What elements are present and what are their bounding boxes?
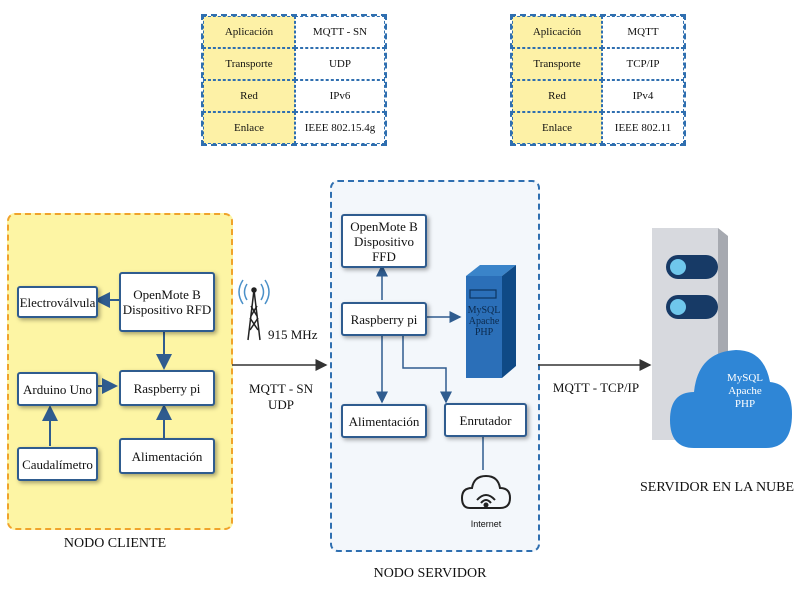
server-raspberry-box: Raspberry pi — [341, 302, 427, 336]
arrow-raspberry-enrutador — [402, 334, 452, 404]
server-openmote-box: OpenMote B Dispositivo FFD — [341, 214, 427, 268]
server-stack-mysql: MySQL — [467, 305, 501, 316]
arduino-box: Arduino Uno — [17, 372, 98, 406]
table-value: IPv4 — [602, 80, 684, 112]
frequency-label: 915 MHz — [268, 327, 318, 342]
table-value: MQTT - SN — [295, 16, 385, 48]
cloud-stack-php: PHP — [734, 398, 756, 410]
table-key: Transporte — [203, 48, 295, 80]
table-key: Aplicación — [203, 16, 295, 48]
cloud-stack-text: MySQL Apache PHP — [715, 372, 775, 411]
server-raspberry-label: Raspberry pi — [350, 311, 418, 327]
cloud-stack-apache: Apache — [728, 385, 762, 397]
enrutador-label: Enrutador — [459, 412, 512, 428]
table-value: IEEE 802.11 — [602, 112, 684, 144]
table-value: TCP/IP — [602, 48, 684, 80]
client-raspberry-box: Raspberry pi — [119, 370, 215, 406]
cloud-title: SERVIDOR EN LA NUBE — [640, 480, 795, 495]
electrovalvula-box: Electroválvula — [17, 286, 98, 318]
server-alimentacion-label: Alimentación — [348, 413, 420, 429]
server-stack-php: PHP — [474, 327, 494, 338]
client-node-title: NODO CLIENTE — [63, 536, 167, 551]
link2-protocol: MQTT - TCP/IP — [552, 380, 640, 395]
link1-protocol-line1: MQTT - SN — [248, 381, 314, 396]
server-tower-icon — [466, 265, 516, 378]
server-alimentacion-box: Alimentación — [341, 404, 427, 438]
electrovalvula-label: Electroválvula — [19, 294, 96, 310]
server-stack-text: MySQL Apache PHP — [466, 305, 502, 338]
table-key: Red — [512, 80, 602, 112]
client-openmote-box: OpenMote B Dispositivo RFD — [119, 272, 215, 332]
client-alimentacion-box: Alimentación — [119, 438, 215, 474]
table-key: Aplicación — [512, 16, 602, 48]
arduino-label: Arduino Uno — [23, 381, 92, 397]
cloud-stack-mysql: MySQL — [726, 372, 764, 384]
link1-protocol-line2: UDP — [267, 397, 294, 412]
server-openmote-title: OpenMote B — [350, 218, 418, 234]
link1-protocol: MQTT - SN UDP — [238, 381, 324, 413]
table-value: IEEE 802.15.4g — [295, 112, 385, 144]
server-openmote-subtitle: Dispositivo FFD — [354, 233, 414, 264]
client-openmote-title: OpenMote B — [133, 287, 201, 302]
caudalimetro-label: Caudalímetro — [22, 456, 93, 472]
table-value: UDP — [295, 48, 385, 80]
client-openmote-subtitle: Dispositivo RFD — [122, 302, 212, 317]
table-key: Red — [203, 80, 295, 112]
table-key: Transporte — [512, 48, 602, 80]
caudalimetro-box: Caudalímetro — [17, 447, 98, 481]
table-key: Enlace — [512, 112, 602, 144]
table-key: Enlace — [203, 112, 295, 144]
server-stack-apache: Apache — [468, 316, 500, 327]
table-value: MQTT — [602, 16, 684, 48]
client-raspberry-label: Raspberry pi — [133, 380, 201, 396]
client-alimentacion-label: Alimentación — [131, 448, 203, 464]
table-value: IPv6 — [295, 80, 385, 112]
server-node-title: NODO SERVIDOR — [373, 566, 487, 581]
antenna-icon — [238, 279, 270, 341]
internet-cloud-icon — [460, 474, 512, 509]
cloud-server-icon — [652, 228, 792, 448]
internet-label: Internet — [470, 519, 502, 529]
enrutador-box: Enrutador — [444, 403, 527, 437]
